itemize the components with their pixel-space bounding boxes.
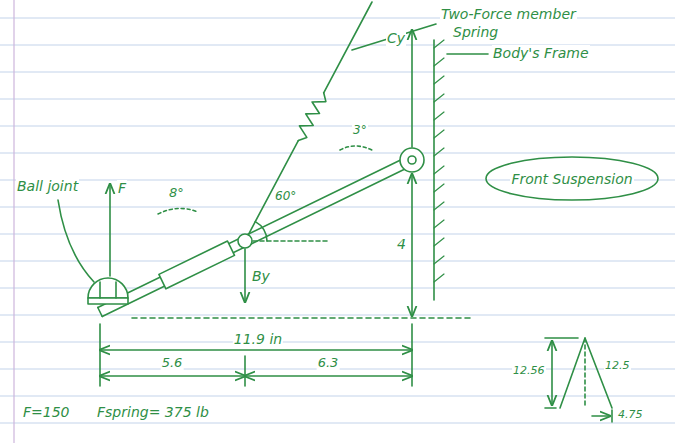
angle-arc — [158, 208, 198, 214]
side-view-triangle — [560, 338, 612, 408]
dimension-label: 5.6 — [161, 356, 184, 371]
angle-arc — [255, 222, 267, 241]
ruled-line — [0, 423, 675, 424]
dimension-line — [100, 375, 245, 377]
hatch — [434, 256, 444, 264]
oval-outline — [486, 157, 658, 200]
dimension-line — [551, 341, 553, 405]
hatch — [434, 184, 444, 192]
spring-member — [324, 2, 372, 93]
hatch — [434, 166, 444, 174]
ruled-line — [0, 234, 675, 235]
ruled-line — [0, 126, 675, 127]
part-name: Body's Frame — [492, 45, 590, 61]
part-name: Spring — [452, 24, 499, 40]
force-arrow — [244, 249, 246, 302]
given-value: F=150 — [22, 404, 71, 420]
dimension-label: 12.5 — [604, 360, 631, 373]
hatch — [434, 130, 444, 138]
angle-arc — [340, 146, 372, 150]
dimension-line — [592, 415, 610, 417]
ball-joint-mark — [99, 282, 101, 298]
reference-line — [132, 317, 470, 319]
given-value: Fspring= 375 lb — [96, 404, 210, 420]
spring-member — [248, 141, 298, 235]
ball-joint-base — [88, 298, 128, 304]
hatch — [434, 202, 444, 210]
dimension-label: 11.9 in — [233, 331, 283, 347]
part-name: Two-Force member — [440, 6, 577, 22]
ruled-line — [0, 342, 675, 343]
hatch — [434, 112, 444, 120]
ruled-lines — [0, 18, 675, 423]
ruled-line — [0, 207, 675, 208]
hatch — [434, 76, 444, 84]
dimension-tick — [545, 337, 578, 339]
dimension-label: 4 — [396, 236, 407, 252]
frame-wall — [433, 40, 435, 300]
force-name: Cy — [386, 30, 406, 46]
pivot-pin — [408, 156, 416, 164]
dimension-tick — [244, 356, 246, 386]
ruled-line — [0, 261, 675, 262]
ruled-line — [0, 396, 675, 397]
spring-joint — [238, 234, 252, 248]
wall-hatching — [434, 40, 444, 282]
note-text: Front Suspension — [510, 171, 633, 187]
dimension-line — [245, 375, 412, 377]
leader-line — [352, 24, 436, 50]
margin-line — [13, 0, 14, 443]
arm-edge — [98, 156, 410, 308]
angle-label: 60° — [274, 190, 297, 204]
force-name: By — [251, 268, 271, 284]
ruled-line — [0, 153, 675, 154]
ruled-line — [0, 72, 675, 73]
shock-tube — [159, 241, 235, 289]
angle-label: 8° — [168, 186, 185, 201]
hatch — [434, 148, 444, 156]
leader-line — [447, 53, 488, 55]
hatch — [434, 274, 444, 282]
arm-end — [98, 308, 102, 317]
dimension-line — [411, 174, 413, 316]
dimension-tick — [545, 407, 556, 409]
dimension-label: 12.56 — [512, 365, 546, 378]
ruled-line — [0, 99, 675, 100]
hatch — [434, 58, 444, 66]
frame-pivot — [400, 148, 424, 172]
force-arrow — [109, 184, 111, 276]
reference-line — [253, 240, 330, 242]
leader-line — [58, 200, 94, 282]
circled-note: Front Suspension — [484, 155, 660, 202]
dimension-label: 4.75 — [617, 409, 644, 422]
hatch — [434, 220, 444, 228]
hatch — [434, 94, 444, 102]
arm-edge — [102, 165, 414, 317]
ball-joint-mark — [115, 282, 117, 298]
angle-label: 3° — [352, 124, 368, 138]
hatch — [434, 40, 444, 48]
dimension-label: 6.3 — [317, 356, 340, 371]
dimension-tick — [611, 410, 613, 422]
force-arrow — [411, 30, 413, 147]
dimension-line — [100, 349, 412, 351]
part-name: Ball joint — [16, 178, 79, 194]
hatch — [434, 238, 444, 246]
spring-coil — [298, 93, 326, 141]
force-name: F — [117, 180, 127, 196]
centre-line — [584, 338, 586, 408]
